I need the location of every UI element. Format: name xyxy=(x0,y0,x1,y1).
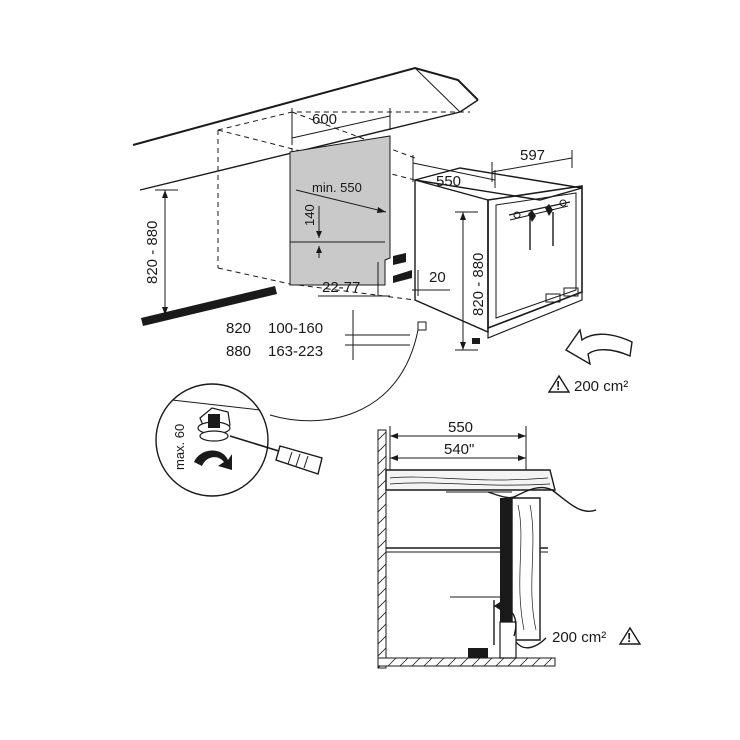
niche-width-label: 600 xyxy=(312,111,337,128)
dim-22-77-label: 22-77 xyxy=(322,279,360,296)
plinth-strip xyxy=(141,286,277,326)
section-depth-outer-label: 550 xyxy=(448,419,473,436)
dim-140-label: 140 xyxy=(302,204,317,226)
dim-140: 140 xyxy=(302,204,322,258)
niche-width-dimension: 600 xyxy=(291,108,391,145)
appliance-width-label: 597 xyxy=(520,147,545,164)
section-depth-inner-label: 540" xyxy=(444,441,474,458)
feet-detail: max. 60 xyxy=(155,383,323,497)
table-row1-a: 820 xyxy=(226,320,251,337)
vent-warning-top: ! 200 cm² xyxy=(547,374,628,395)
table-row2-a: 880 xyxy=(226,343,251,360)
table-row2-b: 163-223 xyxy=(268,343,323,360)
max-adjust-label: max. 60 xyxy=(172,424,187,470)
appliance-width-dimension: 597 xyxy=(491,147,573,182)
vent-top-label: 200 cm² xyxy=(574,378,628,395)
airflow-arrow-top xyxy=(564,328,633,366)
appliance-height-dimension: 820 - 880 xyxy=(455,211,487,351)
dim-20-label: 20 xyxy=(429,269,446,286)
section-depth-inner-dimension: 540" xyxy=(390,441,526,461)
niche-height-dimension: 820 - 880 xyxy=(144,189,178,316)
appliance-depth-label: 550 xyxy=(436,173,461,190)
section-depth-outer-dimension: 550 xyxy=(389,419,527,470)
dim-20: 20 xyxy=(412,269,450,296)
vent-warning-bottom: 200 cm² ! xyxy=(552,626,642,646)
section-view xyxy=(377,429,597,669)
min-depth-label: min. 550 xyxy=(312,180,362,195)
appliance-depth-dimension: 550 xyxy=(412,155,496,190)
svg-text:!: ! xyxy=(556,378,560,393)
min-depth-dimension: min. 550 xyxy=(295,180,387,213)
dim-22-77: 22-77 xyxy=(318,262,390,297)
table-row1-b: 100-160 xyxy=(268,320,323,337)
vent-bottom-label: 200 cm² xyxy=(552,629,606,646)
height-table: 820 100-160 880 163-223 xyxy=(226,310,410,360)
svg-text:!: ! xyxy=(627,630,631,645)
appliance-height-label: 820 - 880 xyxy=(470,253,487,316)
back-wall-panel xyxy=(289,135,391,286)
niche-height-label: 820 - 880 xyxy=(144,221,161,284)
appliance xyxy=(414,167,583,344)
